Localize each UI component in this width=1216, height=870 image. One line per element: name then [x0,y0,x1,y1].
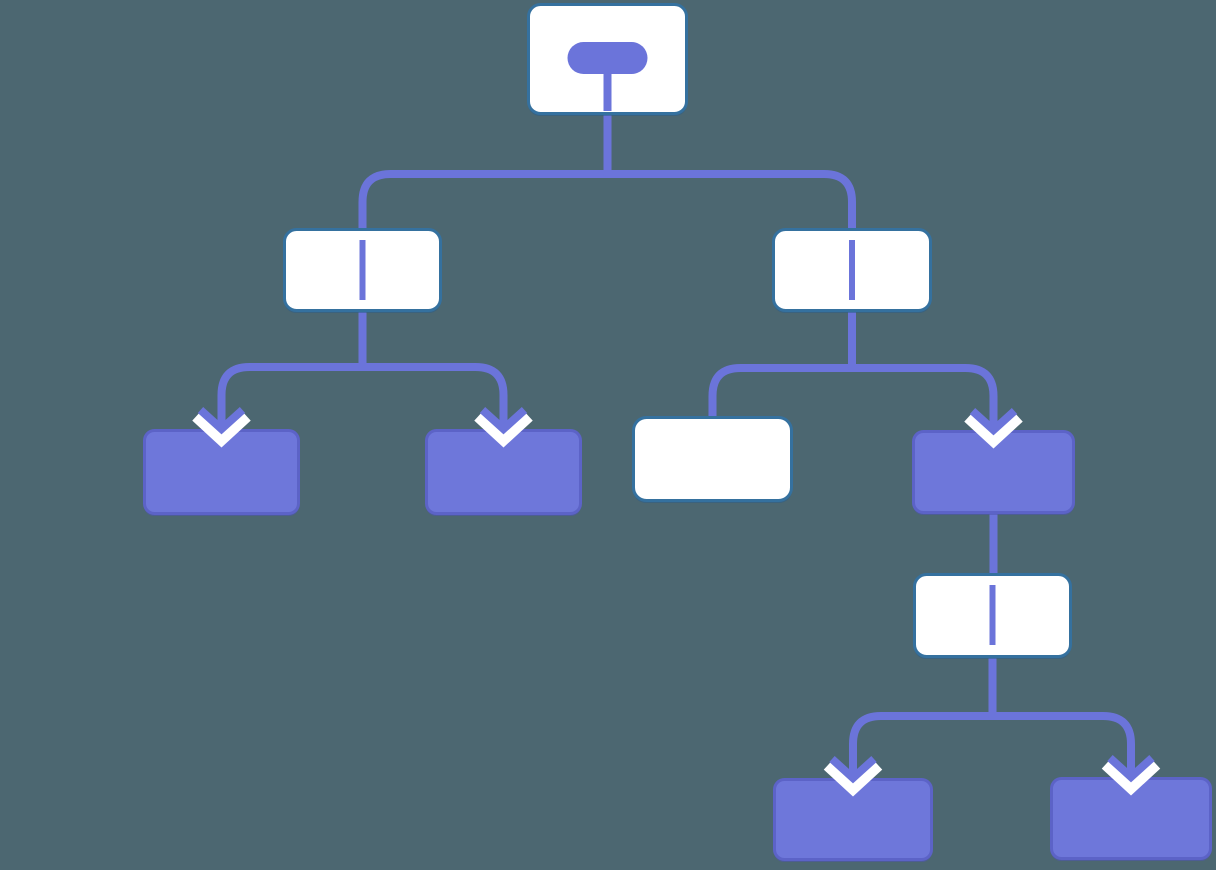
arrow-down-icon [1101,751,1161,796]
arrow-chevron-outline [474,411,533,448]
arrow-down-icon [823,752,883,797]
node-child-right-1[interactable] [632,416,793,504]
arrow-down-icon [474,403,533,448]
node-branch-bottom[interactable] [913,573,1072,660]
markers-layer [192,403,1161,797]
arrow-chevron-outline [823,760,883,797]
edge-branch-bottom-to-leaf-bottom-2 [988,655,1135,781]
edge-branch-bottom-to-leaf-bottom-1 [849,655,997,782]
edge-branch-right-to-child-right-2 [848,309,998,434]
node-body [632,416,793,502]
node-divider-bar [989,585,996,645]
node-divider-bar [849,240,855,300]
node-pill-icon [567,42,648,74]
arrow-chevron [1107,755,1155,783]
arrow-chevron-outline [964,412,1023,449]
node-leaf-bottom-2[interactable] [1050,777,1212,862]
arrow-chevron [197,407,246,435]
arrow-chevron [829,756,877,784]
arrow-down-icon [964,404,1023,449]
edge-branch-left-to-leaf-left-2 [358,309,508,433]
arrow-chevron [969,408,1018,436]
node-pill-stem [603,72,612,111]
node-leaf-bottom-1[interactable] [773,778,933,863]
node-branch-left[interactable] [283,228,442,314]
arrow-chevron-outline [1101,759,1161,796]
arrow-down-icon [192,403,251,448]
edge-branch-right-to-child-right-1 [708,309,856,420]
node-divider-bar [359,240,366,300]
node-root[interactable] [527,3,688,117]
arrow-chevron-outline [192,411,251,448]
arrow-chevron [479,407,528,435]
edge-branch-left-to-leaf-left-1 [217,309,367,433]
node-branch-right[interactable] [772,228,932,314]
edges-layer [217,112,1135,782]
edge-root-to-branch-left [358,112,612,232]
node-leaf-left-2[interactable] [425,429,582,517]
node-leaf-left-1[interactable] [143,429,300,517]
nodes-layer [143,3,1212,863]
node-child-right-2[interactable] [912,430,1075,516]
edge-root-to-branch-right [603,112,856,232]
